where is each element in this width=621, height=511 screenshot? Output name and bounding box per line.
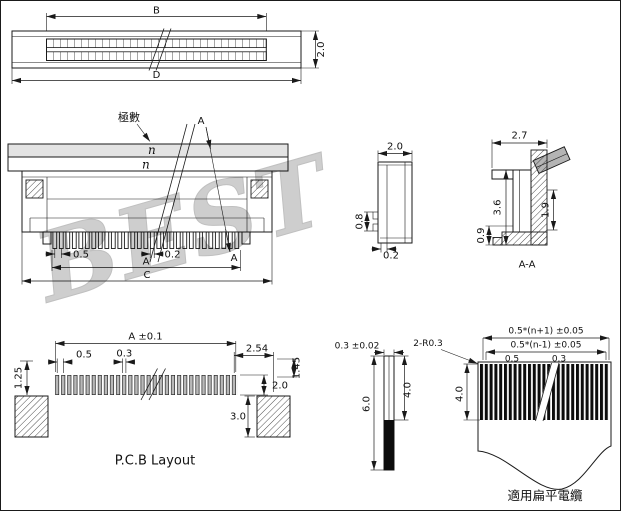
dim-width-outer-label: 0.5*(n+1) ±0.05 [508,327,583,337]
front-view-dimensions: 0.5 0.2 A C [21,232,273,285]
dim-pad-length-label: 2.0 [272,381,288,392]
break-line [157,123,196,263]
pin-comb [52,232,241,250]
break-line [155,28,172,71]
dim-d-label: D [153,70,161,81]
dim-exposed-length-label: 4.0 [403,382,414,398]
right-metal-fitting [250,179,269,199]
side-latch-upper [372,211,379,220]
dim-section-base-label: 0.9 [476,228,487,244]
dim-cable-thickness-label: 0.3 ±0.02 [335,342,380,352]
poles-leader [136,123,151,142]
dim-b-label: B [153,6,160,17]
section-arrow-bottom [225,228,231,253]
left-anchor-pad [14,395,49,438]
cable-stiffener [384,420,394,470]
dim-corner-radius-label: 2-R0.3 [413,339,443,349]
break-line [148,368,166,401]
front-view: 極數 n n A A 0.5 [7,110,289,285]
side-latch-lower [372,223,379,232]
pcb-layout-title: P.C.B Layout [115,454,195,469]
poles-count-label: 極數 [118,110,140,124]
dim-conductor-length-label: 4.0 [455,386,466,402]
solder-pad-row [54,375,238,395]
dim-pitch-label: 0.5 [73,250,89,261]
rear-wall-section [530,149,548,246]
contact-row-bottom [46,51,267,61]
dim-c-label: C [144,270,151,281]
dim-width-inner-label: 0.5*(n-1) ±0.05 [511,341,582,351]
dim-pin-width-label: 0.2 [165,250,181,261]
break-line [148,28,165,71]
top-view: B D 2.0 [11,6,327,84]
cable-caption: 適用扁平電纜 [507,488,583,503]
cable-front-outline [477,361,612,490]
break-line [140,368,158,401]
cable-view: 0.3 ±0.02 6.0 4.0 2-R0.3 4.0 0.5*(n+1) ±… [335,327,612,503]
dim-section-height-label: 3.6 [493,200,504,216]
dim-foot-label: 0.2 [383,251,399,262]
corner-radius-leader [440,349,478,364]
n-lower-label: n [142,158,150,172]
base-foot-section [492,237,503,246]
base-section [501,231,548,246]
dim-end-gap-label: 2.54 [246,344,268,355]
break-band [535,363,559,421]
section-arrow-top [205,126,212,150]
dim-cable-pitch-label: 0.5 [505,355,519,365]
dim-total-length-label: 6.0 [362,396,373,412]
pcb-layout-view: A ±0.1 0.5 0.3 2.54 1.25 1.45 2.0 [14,332,303,469]
dim-a-label: A [143,257,150,268]
section-a-top-label: A [198,116,205,127]
section-aa-view: 2.7 3.6 0.9 1.9 A-A [476,131,571,271]
dim-pad-width-label: 0.3 [116,349,132,360]
dim-span-label: A ±0.1 [128,332,162,343]
section-a-bottom-label: A [231,253,238,264]
dim-step-label: 0.8 [355,214,366,230]
top-lip-section [491,169,514,180]
dim-section-width-label: 2.7 [512,131,528,142]
top-view-dimensions: B D 2.0 [11,6,327,84]
dim-top-height-label: 2.0 [316,42,327,58]
side-view: 2.0 0.8 0.2 [355,142,413,262]
break-line [542,362,560,422]
right-foot [241,231,251,245]
break-line [149,123,188,263]
section-aa-label: A-A [519,260,536,271]
side-body-outline [377,161,413,244]
n-upper-label: n [148,143,156,157]
contact-row-top [46,38,267,49]
dim-right-offset-label: 1.45 [292,357,303,379]
dim-pcb-pitch-label: 0.5 [76,350,92,361]
dim-left-offset-label: 1.25 [14,367,25,389]
right-anchor-pad [256,395,291,438]
dim-conductor-width-label: 0.3 [552,355,566,365]
dim-depth-label: 2.0 [387,142,403,153]
left-metal-fitting [25,179,44,199]
dim-anchor-height-label: 3.0 [230,412,246,423]
dim-section-inner-label: 1.9 [541,202,552,218]
left-foot [42,231,52,245]
break-line [535,362,552,422]
